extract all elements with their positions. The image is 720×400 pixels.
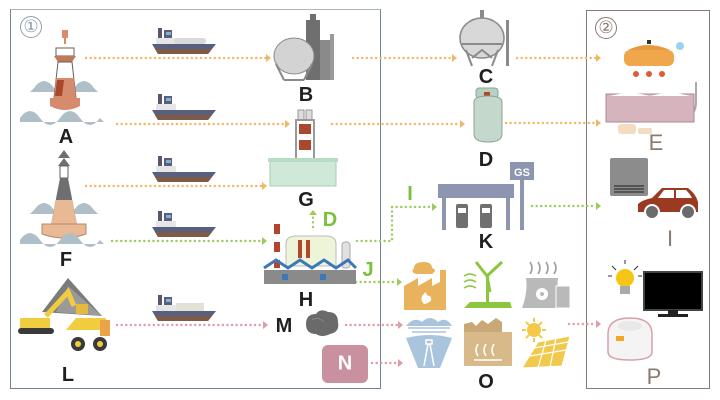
buoy-a-icon (20, 30, 104, 125)
group-2-frame (586, 10, 710, 389)
arrowhead (596, 54, 601, 62)
arrowhead (309, 210, 317, 215)
n-box: N (322, 345, 368, 383)
group-1-marker: ① (20, 16, 42, 38)
solar-power-icon (521, 318, 571, 369)
arrowhead (452, 54, 457, 62)
tanker-ship-icon (152, 28, 216, 54)
label-a: A (58, 126, 74, 148)
refinery-icon (263, 224, 358, 284)
gas-heater-icon (610, 158, 648, 196)
arrowhead (596, 119, 601, 127)
arrowhead (596, 320, 601, 328)
arrowhead (432, 203, 437, 211)
arrowhead (266, 54, 271, 62)
label-e: E (648, 130, 664, 155)
bathtub-icon (605, 82, 697, 134)
light-bulb-icon (608, 260, 642, 294)
label-j-green: J (362, 259, 374, 281)
tanker-ship-icon (152, 94, 216, 120)
lng-terminal-icon (273, 14, 334, 81)
label-d-green: D (322, 209, 338, 231)
nuclear-power-plant-icon (522, 261, 571, 309)
arrowhead (460, 120, 465, 128)
label-o: O (478, 371, 494, 393)
label-m: M (275, 315, 293, 337)
gas-plant-icon (268, 109, 338, 187)
cooking-pot-icon (624, 40, 684, 77)
label-i: I (666, 226, 674, 251)
label-p: P (646, 364, 662, 389)
tanker-ship-icon (152, 211, 216, 237)
arrowhead (397, 278, 402, 286)
label-i-green: I (407, 183, 413, 205)
label-d: D (478, 149, 494, 171)
gas-holder-icon (459, 10, 509, 67)
coal-mine-icon (18, 278, 110, 351)
label-n: N (337, 352, 353, 375)
arrowhead (596, 202, 601, 210)
arrowhead (285, 120, 290, 128)
arrow-h-to-k (355, 205, 434, 243)
wind-power-icon (463, 260, 512, 308)
television-icon (643, 271, 703, 317)
label-h: H (298, 289, 314, 311)
arrowhead (398, 321, 403, 329)
tanker-ship-icon (152, 156, 216, 182)
gs-sign-text: GS (514, 167, 530, 179)
arrowhead (262, 237, 267, 245)
cargo-ship-icon (152, 295, 216, 321)
label-b: B (298, 84, 314, 106)
label-f: F (59, 249, 73, 271)
hydro-power-dam-icon (406, 318, 452, 368)
coal-icon (306, 310, 339, 336)
label-g: G (298, 189, 314, 211)
group-1-frame (10, 9, 381, 389)
arrowhead (262, 182, 267, 190)
buoy-f-icon (20, 150, 104, 247)
geothermal-power-icon (464, 318, 512, 366)
gas-station-icon: GS (438, 162, 534, 230)
arrowhead (263, 321, 268, 329)
propane-cylinder-icon (473, 87, 503, 143)
label-k: K (478, 231, 494, 253)
arrowhead (398, 359, 403, 367)
group-2-marker: ② (595, 17, 617, 39)
car-icon (638, 188, 698, 220)
label-c: C (478, 66, 494, 88)
label-l: L (61, 364, 75, 386)
rice-cooker-icon (607, 317, 653, 361)
thermal-power-plant-icon (404, 262, 446, 310)
